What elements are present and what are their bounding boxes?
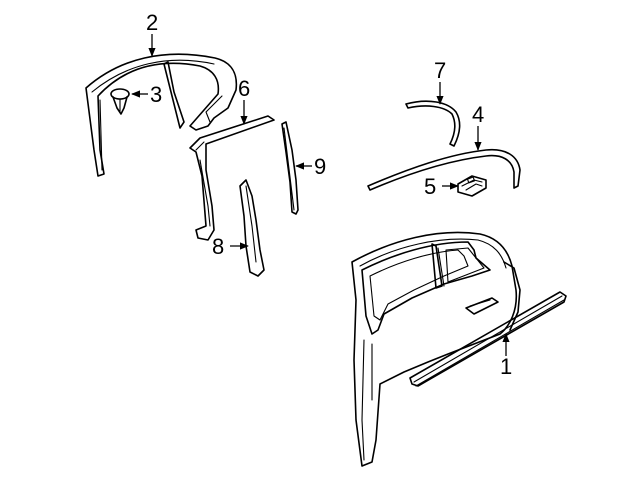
callout-5[interactable]: 5 xyxy=(424,174,459,199)
callout-label-4: 4 xyxy=(472,102,484,127)
part-9-division-bar-seal[interactable] xyxy=(281,121,299,215)
callout-1[interactable]: 1 xyxy=(500,333,512,379)
part-7-upper-seal[interactable] xyxy=(405,100,461,147)
callout-label-7: 7 xyxy=(434,58,446,83)
part-8-rear-run-molding[interactable] xyxy=(239,179,265,277)
part-3-push-clip[interactable] xyxy=(110,88,130,115)
callout-3[interactable]: 3 xyxy=(131,82,162,107)
part-6-glass-run-channel[interactable] xyxy=(189,115,275,241)
callout-8[interactable]: 8 xyxy=(212,234,249,259)
callout-label-1: 1 xyxy=(500,354,512,379)
callout-9[interactable]: 9 xyxy=(295,154,326,179)
callout-6[interactable]: 6 xyxy=(238,76,250,125)
part-2-window-frame-seal[interactable] xyxy=(85,53,238,177)
callout-label-5: 5 xyxy=(424,174,436,199)
callout-2[interactable]: 2 xyxy=(146,10,158,57)
callout-label-2: 2 xyxy=(146,10,158,35)
part-4-roof-molding[interactable] xyxy=(367,148,521,191)
callout-label-3: 3 xyxy=(150,82,162,107)
callout-7[interactable]: 7 xyxy=(434,58,446,105)
callout-label-6: 6 xyxy=(238,76,250,101)
callout-label-9: 9 xyxy=(314,154,326,179)
part-1-outer-belt-molding[interactable] xyxy=(409,291,567,387)
callout-label-8: 8 xyxy=(212,234,224,259)
part-5-retainer-clip[interactable] xyxy=(457,175,487,197)
rear-door-shell xyxy=(351,231,521,467)
callout-4[interactable]: 4 xyxy=(472,102,484,151)
